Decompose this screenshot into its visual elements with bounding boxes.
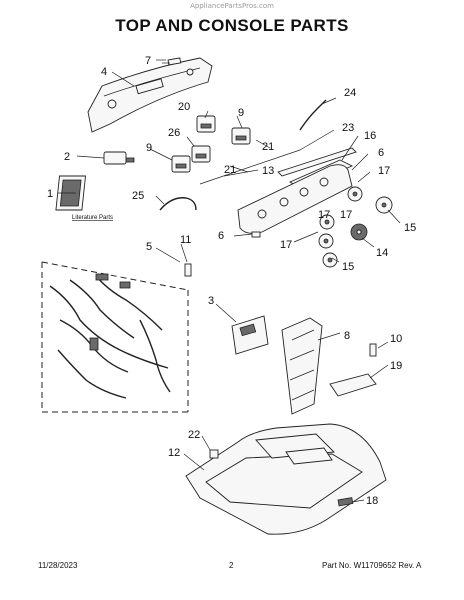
clip-part-7: [167, 57, 182, 66]
bracket-2: [103, 151, 135, 165]
callout-18: 18: [366, 495, 378, 507]
main-wire-harness-5: [41, 261, 189, 413]
callout-4: 4: [101, 66, 107, 78]
callout-19: 19: [390, 360, 402, 372]
callout-13: 13: [262, 165, 274, 177]
callout-12: 12: [168, 447, 180, 459]
control-board-3: [231, 315, 269, 355]
screw-6: [251, 231, 261, 238]
knob-15-a: [319, 214, 335, 230]
rotary-switch-20: [196, 115, 216, 133]
callout-26: 26: [168, 127, 180, 139]
callout-22: 22: [188, 429, 200, 441]
callout-25: 25: [132, 190, 144, 202]
callout-5: 5: [146, 241, 152, 253]
literature-label: Literature Parts: [72, 215, 113, 221]
callout-10: 10: [390, 333, 402, 345]
rotary-switch-26: [191, 145, 211, 163]
footer-page-number: 2: [229, 561, 234, 570]
page-title: TOP AND CONSOLE PARTS: [115, 16, 349, 35]
rod-13: [199, 149, 301, 185]
knob-14: [350, 223, 368, 241]
top-panel-12: [185, 423, 387, 535]
footer-date: 11/28/2023: [38, 561, 78, 570]
console-trim-23: [277, 147, 357, 177]
rotary-switch-9-bottom: [171, 155, 191, 173]
sensor-wire-25: [159, 197, 197, 211]
console-back-panel: [87, 57, 213, 133]
knob-15-d: [375, 196, 393, 214]
callout-24: 24: [344, 87, 356, 99]
knob-15-e: [322, 252, 338, 268]
knob-15-c: [347, 186, 363, 202]
callout-15-bottom: 15: [342, 261, 354, 273]
knob-15-b: [318, 233, 334, 249]
callout-7: 7: [145, 55, 151, 67]
console-panel: [237, 164, 353, 234]
callout-15-right: 15: [404, 222, 416, 234]
callout-23: 23: [342, 122, 354, 134]
callout-21-top: 21: [262, 141, 274, 153]
callout-1: 1: [47, 188, 53, 200]
callout-21-bottom: 21: [224, 164, 236, 176]
lint-screen-8: [281, 317, 323, 415]
callout-17-mid-left: 17: [318, 209, 330, 221]
bracket-19: [329, 373, 377, 397]
rotary-switch-9-top: [231, 127, 251, 145]
badge-18: [337, 497, 354, 507]
callout-8: 8: [344, 330, 350, 342]
callout-11: 11: [180, 234, 191, 246]
footer-part-number: Part No. W11709652 Rev. A: [322, 561, 422, 570]
callout-2: 2: [64, 151, 70, 163]
callout-6-top: 6: [378, 147, 384, 159]
screw-22: [209, 449, 219, 459]
callout-3: 3: [208, 295, 214, 307]
callout-14: 14: [376, 247, 388, 259]
screw-10: [369, 343, 377, 357]
watermark: AppliancePartsPros.com: [190, 2, 274, 10]
callout-9-bottom: 9: [146, 142, 152, 154]
callout-17-bottom: 17: [280, 239, 292, 251]
callout-16: 16: [364, 130, 376, 142]
callout-20: 20: [178, 101, 190, 113]
wire-harness-24: [299, 99, 327, 131]
screw-11: [184, 263, 192, 277]
callout-9-top: 9: [238, 107, 244, 119]
callout-17-mid-right: 17: [340, 209, 352, 221]
callout-6-bottom: 6: [218, 230, 224, 242]
callout-17-top: 17: [378, 165, 390, 177]
